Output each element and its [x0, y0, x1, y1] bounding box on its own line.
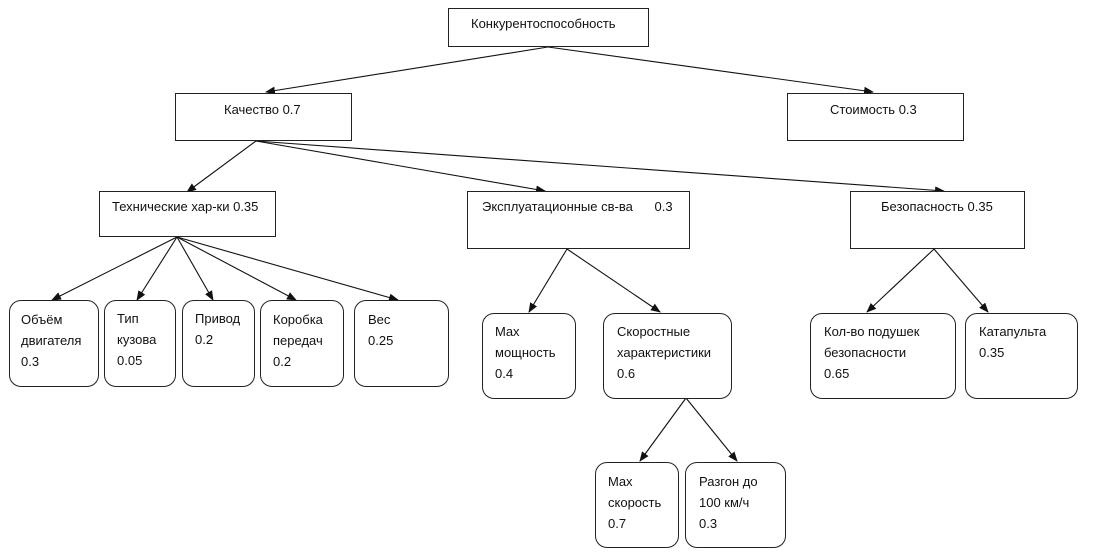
node-body-type: Тип кузова 0.05 [104, 300, 176, 387]
engine-volume-line2: двигателя [21, 333, 82, 348]
node-technical-label: Технические хар-ки 0.35 [112, 199, 259, 214]
drive-line1: Привод [195, 311, 241, 326]
gearbox-line2: передач [273, 333, 323, 348]
gearbox-line1: Коробка [273, 312, 323, 327]
edge-safety-catapult [933, 248, 989, 313]
edge-speed-acceleration [685, 397, 738, 462]
node-operational-label: Эксплуатационные св-ва 0.3 [482, 199, 673, 214]
node-weight: Вес 0.25 [354, 300, 449, 387]
airbags-line1: Кол-во подушек [824, 324, 920, 339]
weight-line1: Вес [368, 312, 391, 327]
node-catapult: Катапульта 0.35 [965, 313, 1078, 399]
max-speed-line1: Max [608, 474, 633, 489]
node-root-label: Конкурентоспособность [471, 16, 616, 31]
node-gearbox: Коробка передач 0.2 [260, 300, 344, 387]
edge-operational-speed [566, 248, 661, 313]
node-airbags: Кол-во подушек безопасности 0.65 [810, 313, 956, 399]
edge-technical-body [136, 236, 178, 301]
body-type-value: 0.05 [117, 353, 143, 368]
airbags-value: 0.65 [824, 366, 850, 381]
node-root: Конкурентоспособность [448, 8, 649, 47]
node-operational: Эксплуатационные св-ва 0.3 [467, 191, 690, 249]
body-type-line1: Тип [117, 311, 139, 326]
airbags-line2: безопасности [824, 345, 907, 360]
edge-quality-safety [255, 140, 945, 195]
body-type-line2: кузова [117, 332, 157, 347]
node-engine-volume: Объём двигателя 0.3 [9, 300, 99, 387]
node-safety: Безопасность 0.35 [850, 191, 1025, 249]
speed-chars-line1: Скоростные [617, 324, 691, 339]
drive-value: 0.2 [195, 332, 214, 347]
catapult-line1: Катапульта [979, 324, 1047, 339]
edge-speed-maxspeed [639, 397, 687, 462]
edge-root-cost [547, 46, 874, 95]
edge-operational-power [528, 248, 568, 313]
edge-root-quality [265, 46, 549, 95]
node-speed-characteristics: Скоростные характеристики 0.6 [603, 313, 732, 399]
node-acceleration: Разгон до 100 км/ч 0.3 [685, 462, 786, 548]
edge-quality-technical [186, 140, 257, 193]
node-quality: Качество 0.7 [175, 93, 352, 141]
weight-value: 0.25 [368, 333, 394, 348]
edge-technical-engine [51, 236, 178, 301]
max-power-line2: мощность [495, 345, 556, 360]
node-drive: Привод 0.2 [182, 300, 255, 387]
speed-chars-line2: характеристики [617, 345, 712, 360]
edge-safety-airbags [866, 248, 935, 313]
catapult-value: 0.35 [979, 345, 1005, 360]
acceleration-line1: Разгон до [699, 474, 758, 489]
max-speed-value: 0.7 [608, 516, 627, 531]
node-cost: Стоимость 0.3 [787, 93, 964, 141]
node-safety-label: Безопасность 0.35 [881, 199, 993, 214]
max-power-value: 0.4 [495, 366, 514, 381]
speed-chars-value: 0.6 [617, 366, 636, 381]
edge-quality-operational [255, 140, 546, 194]
node-cost-label: Стоимость 0.3 [830, 102, 917, 117]
edge-technical-drive [176, 236, 214, 301]
node-max-power: Max мощность 0.4 [482, 313, 576, 399]
max-power-line1: Max [495, 324, 520, 339]
gearbox-value: 0.2 [273, 354, 292, 369]
node-quality-label: Качество 0.7 [224, 102, 301, 117]
node-technical: Технические хар-ки 0.35 [99, 191, 276, 237]
engine-volume-line1: Объём [21, 312, 63, 327]
max-speed-line2: скорость [608, 495, 662, 510]
edge-technical-weight [176, 236, 399, 302]
engine-volume-value: 0.3 [21, 354, 40, 369]
node-max-speed: Max скорость 0.7 [595, 462, 679, 548]
edge-technical-gearbox [176, 236, 297, 301]
acceleration-value: 0.3 [699, 516, 718, 531]
acceleration-line2: 100 км/ч [699, 495, 750, 510]
